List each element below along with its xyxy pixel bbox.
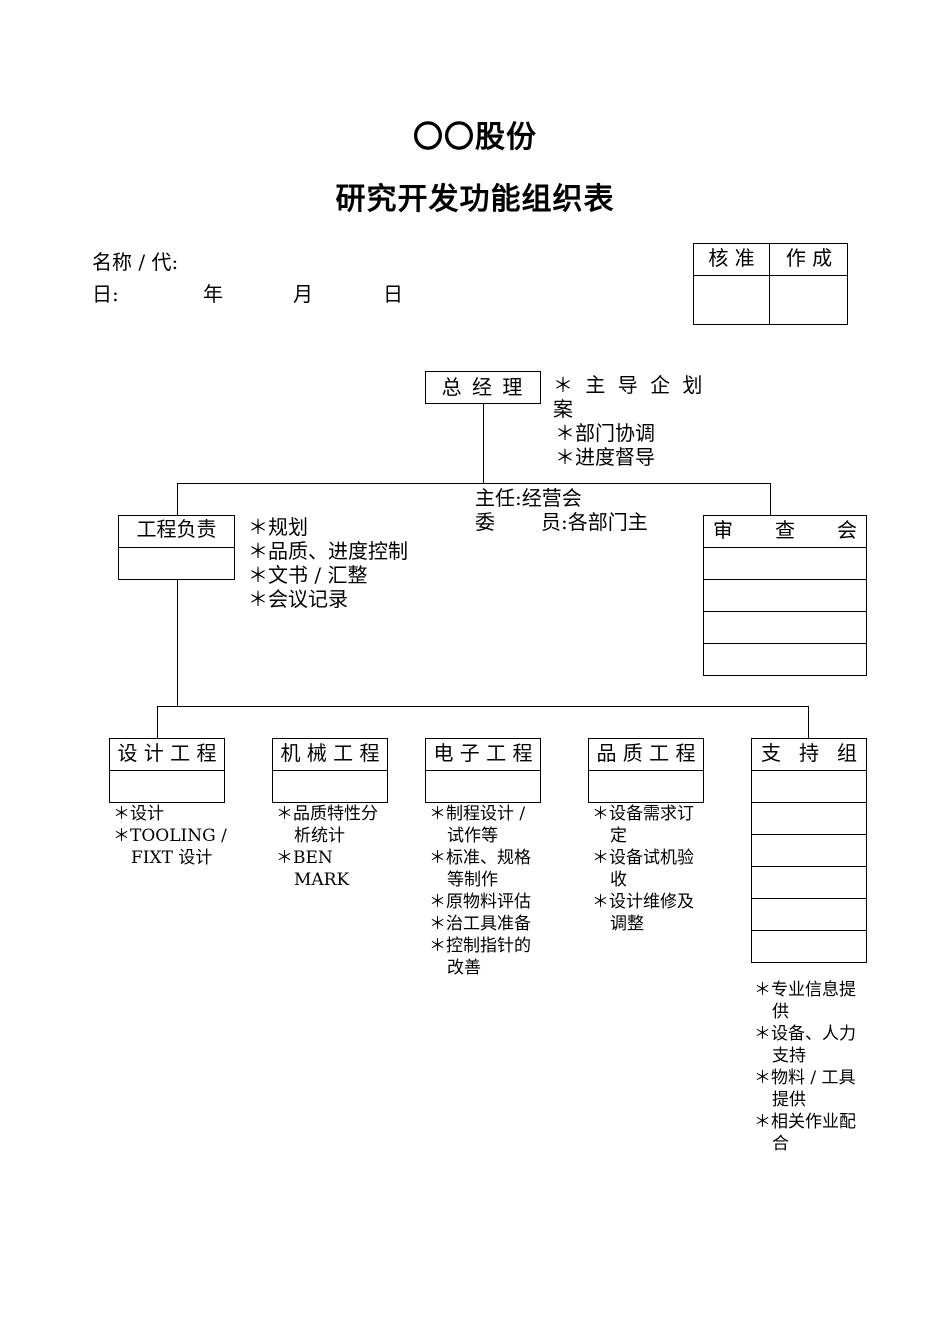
review-box <box>703 515 867 676</box>
eng-lead-divider <box>118 547 235 548</box>
dept-note: 供 <box>772 1002 789 1022</box>
name-field-label: 名称 / 代: <box>92 250 179 274</box>
dept-note: 提供 <box>772 1090 806 1110</box>
approval-table <box>693 243 848 325</box>
committee-chair: 主任:经营会 <box>475 486 582 510</box>
dept-note: ＊BEN <box>276 848 333 868</box>
review-divider <box>703 643 867 644</box>
gm-note: ＊部门协调 <box>555 421 655 445</box>
dept-note: ＊设计 <box>113 804 164 824</box>
dept-note: ＊原物料评估 <box>429 892 531 912</box>
dept-note: ＊品质特性分 <box>276 804 378 824</box>
dept-quality-notes: ＊设备需求订 定 ＊设备试机验 收 ＊设计维修及 调整 <box>592 803 694 935</box>
review-divider <box>703 547 867 548</box>
date-month-label: 月 <box>293 282 313 306</box>
review-label-char: 审 <box>713 518 733 542</box>
dept-design-divider <box>109 770 225 771</box>
dept-note: ＊制程设计 / <box>429 804 526 824</box>
dept-design-label: 设 计 工 程 <box>117 741 217 765</box>
review-divider <box>703 579 867 580</box>
dept-note: ＊设备需求订 <box>592 804 694 824</box>
approval-approve-label: 核 准 <box>708 246 755 270</box>
eng-lead-note: ＊会议记录 <box>248 587 348 611</box>
dept-quality-label: 品 质 工 程 <box>596 741 696 765</box>
dept-note: 合 <box>772 1134 789 1154</box>
dept-support-divider <box>751 802 867 803</box>
dept-note: ＊TOOLING / <box>113 826 227 846</box>
dept-note: ＊专业信息提 <box>754 980 856 1000</box>
dept-note: 析统计 <box>294 826 345 846</box>
connector-line <box>483 404 484 484</box>
committee-member-label: 委 <box>475 510 495 534</box>
gm-note: ＊ 主 导 企 划 <box>553 373 706 397</box>
gm-note: ＊进度督导 <box>555 445 655 469</box>
review-label-char: 查 <box>775 518 795 542</box>
approval-divider <box>769 243 770 325</box>
dept-note: ＊控制指针的 <box>429 936 531 956</box>
dept-design-notes: ＊设计 ＊TOOLING / FIXT 设计 <box>113 803 227 869</box>
eng-lead-note: ＊品质、进度控制 <box>248 539 408 563</box>
dept-note: ＊治工具准备 <box>429 914 531 934</box>
dept-support-label-char: 支 <box>761 741 781 765</box>
dept-mechanical-notes: ＊品质特性分 析统计 ＊BEN MARK <box>276 803 378 891</box>
dept-note: 收 <box>610 870 627 890</box>
dept-note: 定 <box>610 826 627 846</box>
approval-divider <box>693 275 848 276</box>
dept-support-divider <box>751 930 867 931</box>
dept-mechanical-divider <box>272 770 388 771</box>
review-divider <box>703 611 867 612</box>
gm-note: 案 <box>553 397 573 421</box>
connector-line <box>770 483 771 516</box>
page-title: 研究开发功能组织表 <box>335 182 615 217</box>
gm-box <box>425 371 541 404</box>
review-label: 审 查 会 <box>703 515 867 545</box>
dept-note: 试作等 <box>447 826 498 846</box>
eng-lead-notes: ＊规划 ＊品质、进度控制 ＊文书 / 汇整 ＊会议记录 <box>248 515 408 611</box>
approval-create-label: 作 成 <box>785 246 833 270</box>
dept-quality-divider <box>588 770 704 771</box>
dept-support-label: 支 持 组 <box>751 738 867 768</box>
dept-note: ＊标准、规格 <box>429 848 531 868</box>
date-field-label: 日: <box>92 282 119 306</box>
dept-support-divider <box>751 770 867 771</box>
dept-support-label-char: 组 <box>837 741 857 765</box>
dept-note: ＊设备试机验 <box>592 848 694 868</box>
dept-electronic-notes: ＊制程设计 / 试作等 ＊标准、规格 等制作 ＊原物料评估 ＊治工具准备 ＊控制… <box>429 803 531 979</box>
dept-note: 支持 <box>772 1046 806 1066</box>
dept-note: ＊设备、人力 <box>754 1024 856 1044</box>
eng-lead-note: ＊文书 / 汇整 <box>248 563 368 587</box>
dept-note: FIXT 设计 <box>131 848 213 868</box>
company-name: 〇〇股份 <box>413 120 537 155</box>
connector-line <box>157 706 809 707</box>
connector-line <box>177 580 178 706</box>
dept-support-divider <box>751 898 867 899</box>
dept-note: 等制作 <box>447 870 498 890</box>
gm-label: 总 经 理 <box>441 375 525 399</box>
dept-support-box <box>751 738 867 963</box>
dept-support-divider <box>751 834 867 835</box>
dept-support-divider <box>751 866 867 867</box>
review-label-char: 会 <box>837 518 857 542</box>
dept-note: ＊物料 / 工具 <box>754 1068 856 1088</box>
dept-mechanical-label: 机 械 工 程 <box>280 741 380 765</box>
date-year-label: 年 <box>203 282 223 306</box>
connector-line <box>177 483 178 516</box>
eng-lead-note: ＊规划 <box>248 515 308 539</box>
dept-note: ＊设计维修及 <box>592 892 694 912</box>
eng-lead-label: 工程负责 <box>136 517 217 541</box>
dept-note: ＊相关作业配 <box>754 1112 856 1132</box>
committee-member-value: 员:各部门主 <box>541 510 648 534</box>
gm-notes: ＊ 主 导 企 划 案 ＊部门协调 ＊进度督导 <box>553 373 705 469</box>
dept-electronic-divider <box>425 770 541 771</box>
connector-line <box>808 706 809 738</box>
date-day-label: 日 <box>383 282 403 306</box>
dept-note: MARK <box>294 870 350 890</box>
dept-support-label-char: 持 <box>799 741 819 765</box>
dept-note: 调整 <box>610 914 644 934</box>
dept-support-notes: ＊专业信息提 供 ＊设备、人力 支持 ＊物料 / 工具 提供 ＊相关作业配 合 <box>754 979 856 1155</box>
dept-note: 改善 <box>447 958 481 978</box>
connector-line <box>177 483 771 484</box>
dept-electronic-label: 电 子 工 程 <box>433 741 533 765</box>
connector-line <box>157 706 158 738</box>
